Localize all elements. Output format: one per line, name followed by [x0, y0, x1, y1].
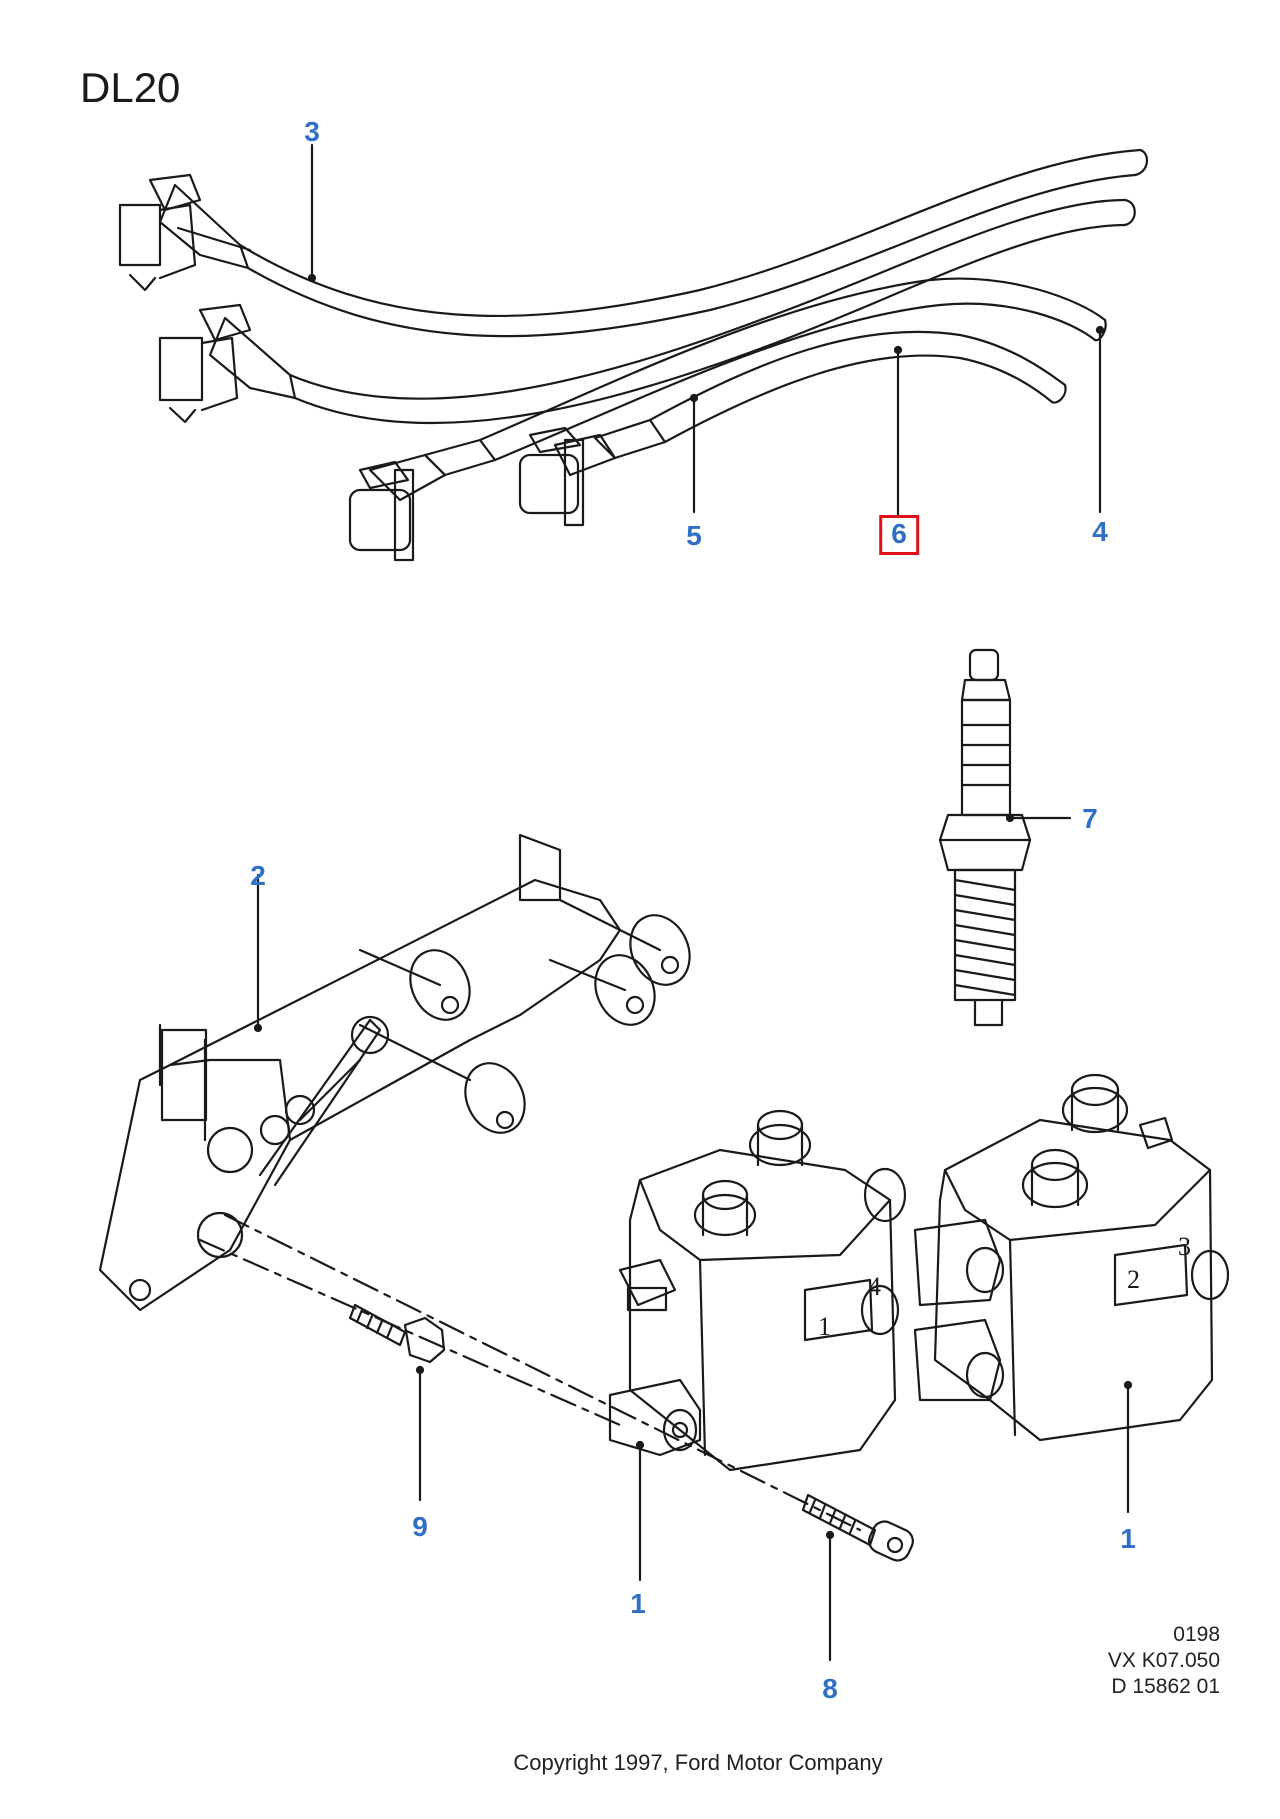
- callout-1-right[interactable]: 1: [1120, 1523, 1136, 1554]
- boot-top-left: [118, 173, 252, 292]
- ignition-coil-left: [608, 1109, 907, 1582]
- diagram-title: DL20: [80, 64, 181, 111]
- lead-4: [478, 277, 1107, 442]
- callout-7[interactable]: 7: [1082, 803, 1098, 834]
- coil-right-marking-2: 2: [1127, 1265, 1140, 1294]
- callout-9[interactable]: 9: [412, 1511, 428, 1542]
- boot-mid-left: [158, 303, 297, 424]
- drawing-reference: 0198 VX K07.050 D 15862 01: [1108, 1622, 1220, 1700]
- bolt-8: [801, 1493, 914, 1662]
- callout-6-highlighted[interactable]: 6: [879, 515, 919, 555]
- reference-line-2: VX K07.050: [1107, 1649, 1220, 1672]
- coil-left-marking-1: 1: [818, 1312, 831, 1341]
- callout-2[interactable]: 2: [250, 860, 266, 891]
- bolt-9: [348, 1303, 446, 1502]
- coil-bracket: [98, 833, 691, 1312]
- copyright-notice: Copyright 1997, Ford Motor Company: [513, 1750, 883, 1775]
- callout-5[interactable]: 5: [686, 520, 702, 551]
- ignition-leads: [118, 143, 1148, 562]
- coil-right-marking-3: 3: [1178, 1232, 1191, 1261]
- reference-line-3: D 15862 01: [1111, 1675, 1220, 1698]
- reference-line-1: 0198: [1173, 1623, 1220, 1646]
- boot-bottom-mid: [518, 418, 667, 527]
- spark-plug: [938, 648, 1072, 1027]
- boot-bottom-left: [348, 438, 497, 562]
- lead-3: [238, 148, 1142, 317]
- ignition-coil-right: [913, 1073, 1230, 1514]
- callout-8[interactable]: 8: [822, 1673, 838, 1704]
- callout-4[interactable]: 4: [1092, 516, 1108, 547]
- callout-3[interactable]: 3: [304, 116, 320, 147]
- lead-top-second: [288, 198, 1127, 400]
- callout-1-left[interactable]: 1: [630, 1588, 646, 1619]
- lead-6: [648, 330, 1067, 422]
- coil-left-marking-4: 4: [868, 1272, 881, 1301]
